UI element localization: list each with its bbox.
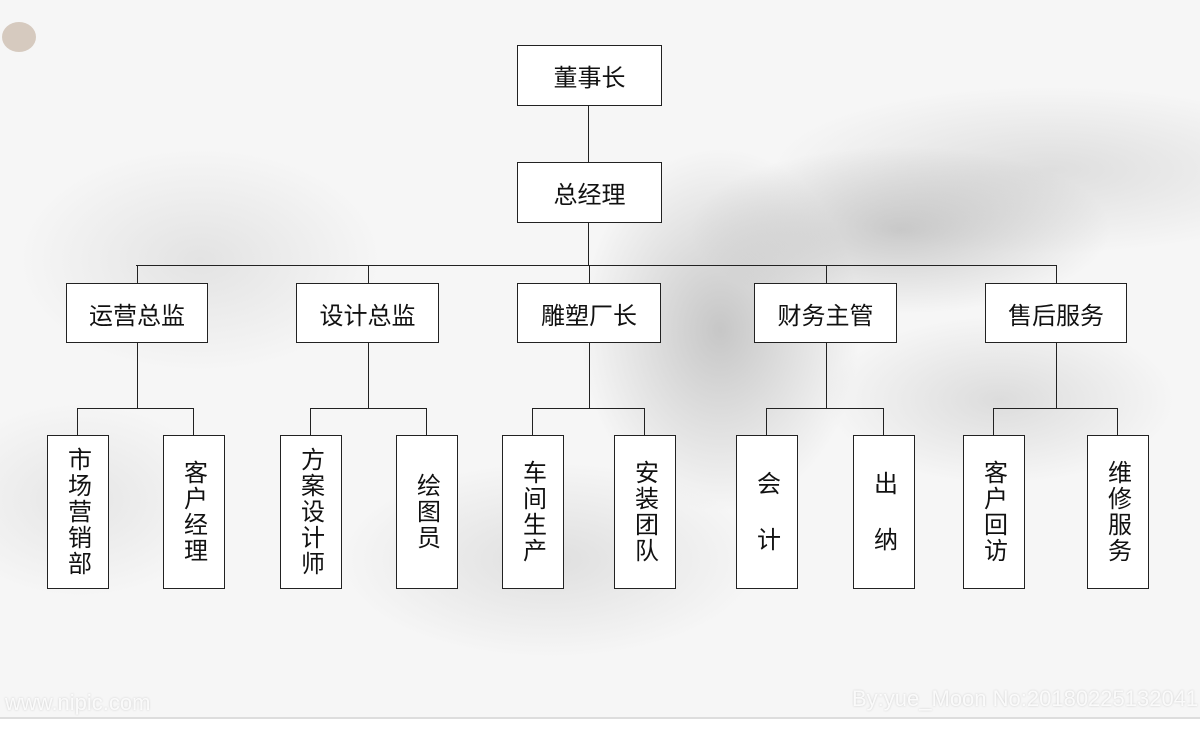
connector xyxy=(77,408,78,435)
watermark-left: www.nipic.com xyxy=(5,690,151,715)
team-label: 安装团队 xyxy=(630,460,659,564)
connector xyxy=(532,408,533,435)
node-department[interactable]: 售后服务 xyxy=(985,283,1127,343)
connector xyxy=(368,343,369,408)
ink-wash-background xyxy=(0,0,1200,719)
connector xyxy=(993,408,1118,409)
team-label: 会 计 xyxy=(752,471,781,553)
watermark-right: By:yue_Moon No:20180225132041 xyxy=(852,686,1199,711)
connector xyxy=(644,408,645,435)
connector xyxy=(826,343,827,408)
team-label: 市场营销部 xyxy=(63,447,92,577)
node-team[interactable]: 市场营销部 xyxy=(47,435,109,589)
node-team[interactable]: 客户回访 xyxy=(963,435,1025,589)
node-team[interactable]: 维修服务 xyxy=(1087,435,1149,589)
node-team[interactable]: 会 计 xyxy=(736,435,798,589)
connector xyxy=(589,265,590,283)
node-general-manager[interactable]: 总经理 xyxy=(517,162,662,223)
connector xyxy=(137,343,138,408)
node-chairman[interactable]: 董事长 xyxy=(517,45,662,106)
connector xyxy=(588,105,589,162)
connector xyxy=(993,408,994,435)
node-team[interactable]: 客户经理 xyxy=(163,435,225,589)
node-department[interactable]: 财务主管 xyxy=(754,283,897,343)
team-label: 客户回访 xyxy=(979,460,1008,564)
connector xyxy=(883,408,884,435)
connector xyxy=(310,408,311,435)
node-team[interactable]: 出 纳 xyxy=(853,435,915,589)
team-label: 出 纳 xyxy=(869,471,898,553)
team-label: 维修服务 xyxy=(1103,460,1132,564)
connector xyxy=(1056,265,1057,283)
node-team[interactable]: 方案设计师 xyxy=(280,435,342,589)
team-label: 车间生产 xyxy=(518,460,547,564)
node-team[interactable]: 绘图员 xyxy=(396,435,458,589)
connector xyxy=(1117,408,1118,435)
node-department[interactable]: 雕塑厂长 xyxy=(517,283,661,343)
seal-logo xyxy=(2,22,36,52)
connector xyxy=(588,222,589,265)
connector xyxy=(137,265,138,283)
node-department[interactable]: 设计总监 xyxy=(296,283,439,343)
connector xyxy=(1056,343,1057,408)
node-team[interactable]: 安装团队 xyxy=(614,435,676,589)
connector xyxy=(532,408,645,409)
connector xyxy=(310,408,427,409)
node-department[interactable]: 运营总监 xyxy=(66,283,208,343)
connector xyxy=(193,408,194,435)
connector xyxy=(766,408,767,435)
connector xyxy=(77,408,194,409)
node-team[interactable]: 车间生产 xyxy=(502,435,564,589)
team-label: 方案设计师 xyxy=(296,447,325,577)
connector xyxy=(766,408,884,409)
connector xyxy=(426,408,427,435)
team-label: 绘图员 xyxy=(412,473,441,551)
connector xyxy=(368,265,369,283)
connector xyxy=(589,343,590,408)
connector xyxy=(136,265,1057,266)
team-label: 客户经理 xyxy=(179,460,208,564)
connector xyxy=(826,265,827,283)
